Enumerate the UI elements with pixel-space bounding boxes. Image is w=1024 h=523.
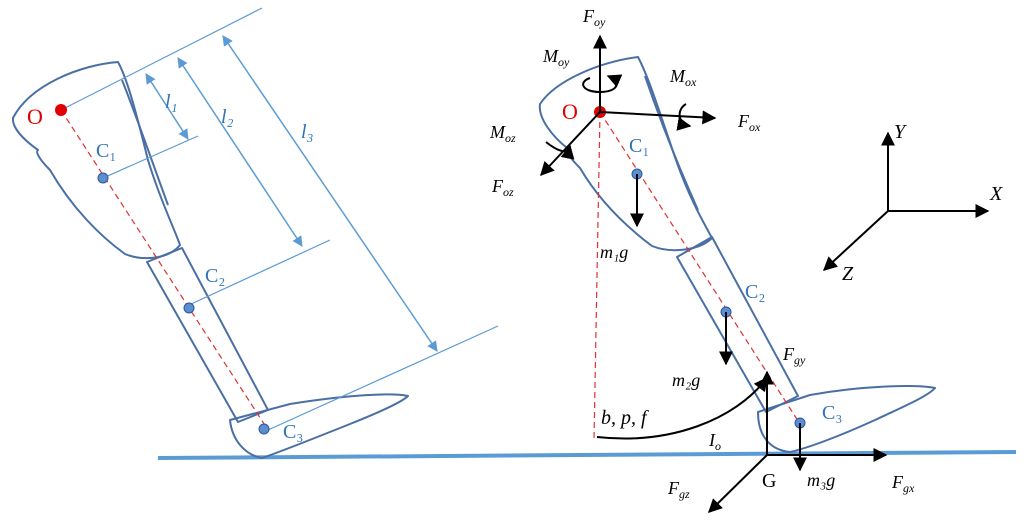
bpf-label: b, p, f	[601, 407, 649, 429]
axis-z-arrow	[822, 210, 889, 271]
left-origin-label: O	[27, 104, 43, 129]
left-leg: O C₁ C₂ C₃ l₁ l₂ l₃	[11, 7, 499, 459]
l2-label: l₂	[221, 106, 234, 128]
m2g-label: m₂g	[672, 370, 700, 390]
m-oz-label: Moz	[489, 122, 516, 145]
g-label: G	[762, 470, 776, 492]
axis-z-label: Z	[842, 263, 854, 285]
right-origin-label: O	[562, 99, 578, 124]
left-c1-label: C₁	[96, 140, 116, 162]
left-c1-point	[97, 172, 109, 184]
ground-line	[157, 450, 1017, 460]
force-oz-arrow	[540, 111, 601, 177]
left-foot-outline	[229, 393, 409, 459]
f-ox-label: Fox	[737, 111, 761, 134]
l3-label: l₃	[301, 121, 314, 143]
left-c3-point	[258, 423, 270, 435]
f-gy-label: Fgy	[782, 344, 806, 367]
right-foot-outline	[757, 385, 936, 453]
f-oy-label: Foy	[582, 6, 606, 29]
axis-x-label: X	[989, 183, 1003, 205]
dim-arrow-l2	[177, 57, 303, 247]
dim-arrow-l3	[222, 35, 438, 352]
io-curve-arrow	[596, 376, 768, 440]
left-c2-point	[183, 302, 195, 314]
io-label: Io	[708, 430, 721, 453]
axis-y-label: Y	[894, 121, 907, 143]
right-c3-label: C₃	[822, 402, 842, 424]
left-ext-line-top	[60, 7, 263, 111]
moment-oy-arc	[582, 74, 623, 94]
m1g-label: m₁g	[600, 242, 628, 262]
left-leg-axis	[60, 109, 269, 431]
right-socket-inner-line	[644, 75, 699, 211]
left-socket-inner-line	[121, 79, 169, 206]
l1-label: l₁	[165, 91, 178, 113]
left-ext-line-c3	[267, 325, 499, 431]
force-gz-arrow	[708, 454, 768, 513]
m3g-label: m₃g	[807, 470, 835, 490]
right-vertical-reference	[593, 111, 601, 441]
right-shank-outline	[676, 236, 799, 413]
coordinate-axes: Y X Z	[822, 121, 1003, 285]
f-gx-label: Fgx	[891, 472, 915, 495]
right-leg-axis	[599, 111, 801, 425]
moment-ox-arc	[676, 103, 692, 131]
right-c1-label: C₁	[629, 135, 649, 157]
right-c2-label: C₂	[745, 281, 765, 303]
m-oy-label: Moy	[542, 46, 570, 69]
moment-oz-arc	[545, 141, 575, 160]
left-socket-outline	[11, 61, 181, 260]
right-leg: O C₁ C₂ C₃ G Foy Fox Foz Moy Mox Moz m₁g…	[489, 6, 936, 513]
m-ox-label: Mox	[669, 66, 697, 89]
f-gz-label: Fgz	[667, 478, 690, 501]
left-origin-point	[55, 104, 67, 116]
left-ext-line-c1	[102, 135, 199, 179]
left-c3-label: C₃	[283, 421, 303, 443]
left-c2-label: C₂	[205, 265, 225, 287]
force-ox-arrow	[599, 110, 717, 125]
f-oz-label: Foz	[491, 176, 514, 199]
